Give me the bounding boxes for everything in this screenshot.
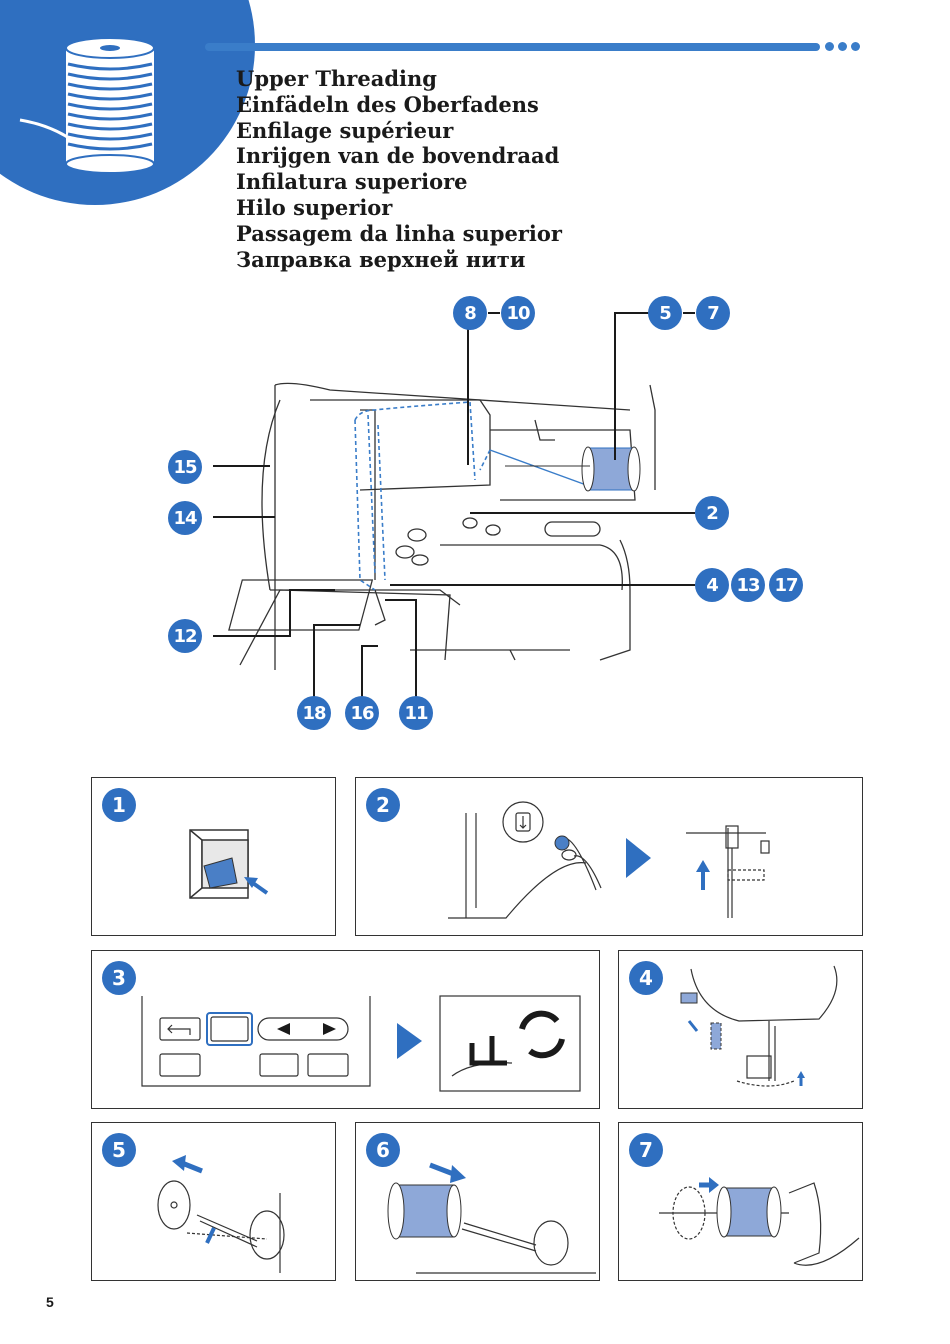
callout-16: 16 (345, 696, 379, 730)
sewing-machine-illustration (213, 312, 695, 698)
machine-diagram: 8 10 5 7 15 14 2 4 13 17 12 18 16 11 (160, 290, 810, 740)
callout-4: 4 (695, 568, 729, 602)
step-badge-1: 1 (102, 788, 136, 822)
thread-spool-icon (19, 37, 155, 174)
callout-13: 13 (731, 568, 765, 602)
step-panel-1: 1 (91, 777, 336, 936)
step-panel-6: 6 (355, 1122, 600, 1281)
title-ru: Заправка верхней нити (236, 246, 526, 272)
step-panel-3: 3 (91, 950, 600, 1109)
callout-range-dash (488, 312, 500, 314)
step-badge-5: 5 (102, 1133, 136, 1167)
header-dots (825, 42, 860, 51)
step-panel-2: 2 (355, 777, 863, 936)
callout-10: 10 (501, 296, 535, 330)
step-badge-4: 4 (629, 961, 663, 995)
title-de: Einfädeln des Oberfadens (236, 91, 539, 117)
diagram-spool (505, 446, 641, 492)
title-block: Upper Threading Einfädeln des Oberfadens… (236, 66, 562, 272)
callout-12: 12 (168, 619, 202, 653)
callout-range-dash (683, 312, 695, 314)
title-es: Hilo superior (236, 194, 393, 220)
callout-11: 11 (399, 696, 433, 730)
callout-2: 2 (695, 496, 729, 530)
title-it: Infilatura superiore (236, 169, 468, 195)
callout-15: 15 (168, 450, 202, 484)
step-panel-7: 7 (618, 1122, 863, 1281)
header-rule (205, 43, 820, 51)
callout-5: 5 (648, 296, 682, 330)
callout-8: 8 (453, 296, 487, 330)
title-en: Upper Threading (236, 66, 437, 91)
callout-14: 14 (168, 501, 202, 535)
step-panel-5: 5 (91, 1122, 336, 1281)
callout-18: 18 (297, 696, 331, 730)
callout-17: 17 (769, 568, 803, 602)
page-number: 5 (46, 1294, 54, 1310)
title-pt: Passagem da linha superior (236, 220, 562, 246)
title-fr: Enfilage supérieur (236, 117, 454, 143)
title-nl: Inrijgen van de bovendraad (236, 143, 560, 169)
step-badge-6: 6 (366, 1133, 400, 1167)
header-corner-badge (0, 0, 260, 210)
step-badge-3: 3 (102, 961, 136, 995)
callout-7: 7 (696, 296, 730, 330)
step-panel-4: 4 (618, 950, 863, 1109)
step-badge-2: 2 (366, 788, 400, 822)
step-badge-7: 7 (629, 1133, 663, 1167)
